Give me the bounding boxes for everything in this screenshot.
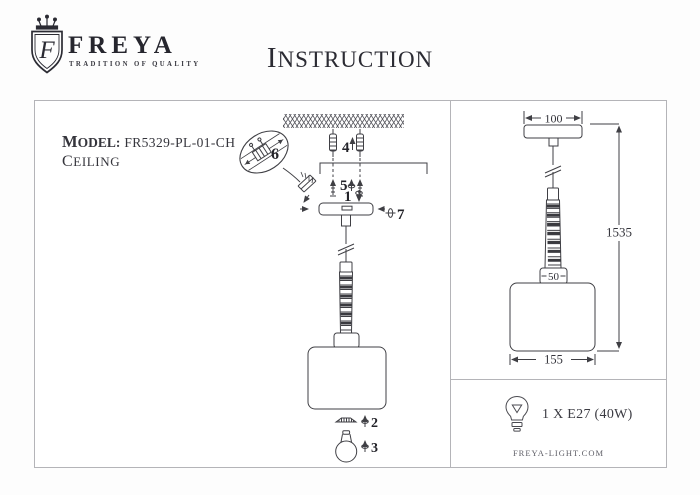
- dim-wire: [544, 146, 562, 201]
- assembly-diagram: 4 5 1: [239, 114, 428, 463]
- corrugated-column: [338, 271, 354, 334]
- spec-divider: [451, 379, 666, 380]
- light-bulb-icon: [505, 395, 529, 432]
- brand-name: FREYA: [68, 32, 177, 59]
- model-label: MODEL:: [62, 132, 121, 151]
- screw-down-icon: [355, 190, 363, 202]
- wiring-detail: 6: [239, 130, 317, 203]
- shade-holder: [333, 332, 360, 349]
- page-title: INSTRUCTION: [266, 42, 434, 74]
- lamp-shade: [307, 346, 387, 410]
- break-marks: [337, 243, 355, 256]
- dim-overall-height: 1535: [590, 123, 632, 352]
- detail-leader-line: [282, 167, 301, 183]
- svg-text:155: 155: [544, 353, 563, 367]
- dim-neck: 50: [539, 267, 568, 285]
- part-label-4: 4: [342, 140, 350, 156]
- website: FREYA-LIGHT.COM: [512, 448, 605, 458]
- wire-bundle: [297, 171, 317, 193]
- wall-anchors: 4: [329, 129, 364, 157]
- dim-shade: [509, 282, 596, 352]
- canopy-stem: [341, 214, 351, 227]
- ceiling-hatch: [283, 114, 404, 128]
- part-label-2: 2: [371, 416, 378, 431]
- screw-up-icon: [361, 440, 369, 452]
- mount-type: CEILING: [62, 153, 121, 170]
- suspension-wire: [337, 226, 355, 262]
- brand-tagline: TRADITION OF QUALITY: [69, 61, 201, 68]
- diffuser: [334, 417, 358, 423]
- side-screw: 7: [377, 206, 405, 223]
- bulb: [335, 430, 358, 463]
- bulb-spec: 1 X E27 (40W): [542, 407, 633, 422]
- wire-to-canopy-arrow: [303, 194, 310, 203]
- wire-connector: [339, 261, 353, 273]
- part-label-1: 1: [344, 189, 352, 205]
- dim-canopy: 100: [523, 111, 583, 147]
- model-block: MODEL: FR5329-PL-01-CH CEILING: [62, 133, 235, 171]
- dim-shade-width: 155: [509, 353, 596, 367]
- model-value: FR5329-PL-01-CH: [124, 135, 236, 150]
- panel-divider: [450, 101, 451, 467]
- screw-up-icon: [361, 415, 369, 427]
- part-label-6: 6: [271, 146, 279, 163]
- dim-canopy-width: 100: [545, 112, 563, 126]
- svg-text:1535: 1535: [606, 225, 632, 240]
- anchor-centerlines: [332, 158, 361, 177]
- mounting-bracket: [319, 162, 428, 174]
- dim-column: [544, 199, 562, 269]
- part-label-7: 7: [397, 207, 405, 223]
- freya-crest-shield-icon: F: [31, 14, 63, 74]
- part-label-3: 3: [371, 441, 378, 456]
- monogram-letter: F: [38, 37, 55, 64]
- screw-up-icon: [347, 179, 356, 191]
- part-label-5: 5: [340, 178, 348, 194]
- dimension-drawing: 100 50 155: [509, 111, 632, 367]
- dim-stem-joint: 50: [548, 271, 560, 283]
- canopy: 1: [300, 189, 374, 216]
